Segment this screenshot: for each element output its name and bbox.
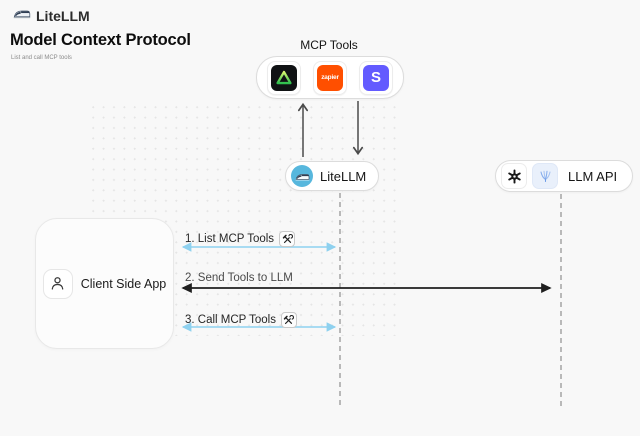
flow-label-call-mcp-tools: 3. Call MCP Tools xyxy=(185,312,297,328)
tool-tile-stripe: S xyxy=(359,60,393,95)
client-side-app-node: Client Side App xyxy=(35,218,174,349)
stripe-letter: S xyxy=(370,69,381,86)
litellm-node: LiteLLM xyxy=(285,161,379,191)
mcp-tools-box: zapier S xyxy=(256,56,404,99)
logo-text: LiteLLM xyxy=(36,8,90,24)
client-side-app-label: Client Side App xyxy=(80,276,167,291)
flow-2-text: 2. Send Tools to LLM xyxy=(185,272,293,284)
litellm-train-icon xyxy=(13,7,31,25)
tool-tile-zapier: zapier xyxy=(313,60,347,95)
openai-icon xyxy=(501,163,527,189)
llm-api-node: LLM API xyxy=(495,160,633,192)
flow-1-text: 1. List MCP Tools xyxy=(185,233,275,245)
page-subtitle: List and call MCP tools xyxy=(11,55,72,61)
green-triangle-tool-icon xyxy=(271,64,297,91)
mcp-tools-label: MCP Tools xyxy=(300,38,358,52)
litellm-node-label: LiteLLM xyxy=(320,168,367,184)
tools-icon xyxy=(279,231,296,247)
person-icon xyxy=(42,268,73,299)
litellm-train-icon xyxy=(291,165,313,187)
llm-api-node-label: LLM API xyxy=(568,168,618,184)
app-logo: LiteLLM xyxy=(13,7,90,25)
flow-3-text: 3. Call MCP Tools xyxy=(185,314,276,326)
tools-icon xyxy=(280,312,297,328)
page-title: Model Context Protocol xyxy=(10,31,191,49)
zapier-wordmark: zapier xyxy=(321,74,339,81)
flow-label-list-mcp-tools: 1. List MCP Tools xyxy=(185,231,296,247)
stripe-icon: S xyxy=(363,64,389,91)
llm-provider-icon xyxy=(532,163,558,189)
tool-tile-green-triangle xyxy=(267,60,301,95)
zapier-icon: zapier xyxy=(317,64,343,91)
flow-label-send-tools-to-llm: 2. Send Tools to LLM xyxy=(185,272,293,284)
